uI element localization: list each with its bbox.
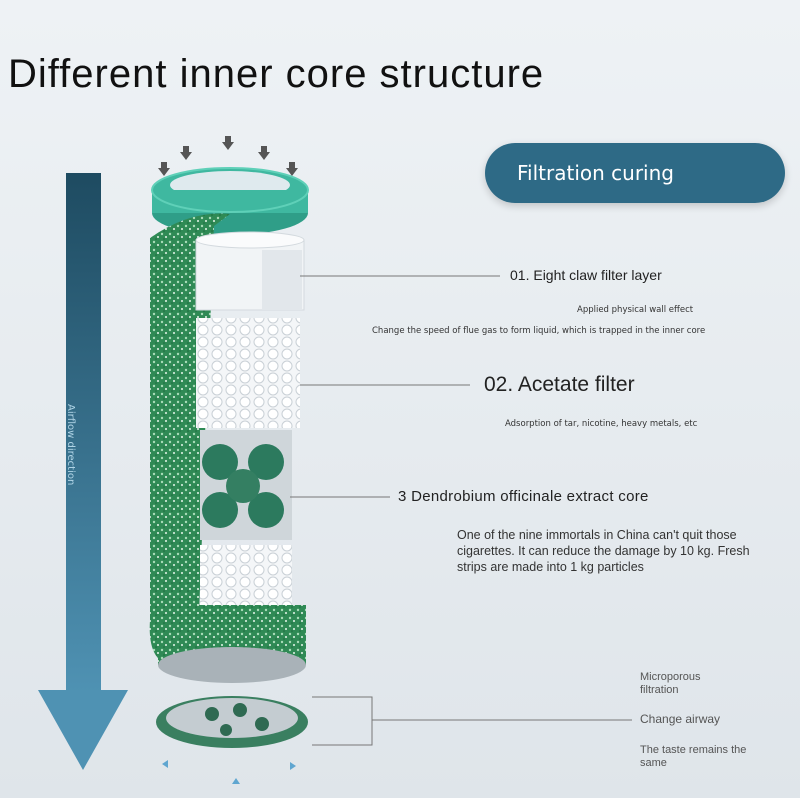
claw-note-1: Applied physical wall effect xyxy=(577,305,694,315)
filtration-badge: Filtration curing xyxy=(485,143,785,203)
bottom-disc xyxy=(156,696,308,748)
airway-label: Change airway xyxy=(640,712,721,726)
claw-layer xyxy=(195,231,305,311)
acetate-note: Adsorption of tar, nicotine, heavy metal… xyxy=(505,419,698,429)
microporous-label: Microporous filtration xyxy=(640,671,701,696)
top-airflow-arrows xyxy=(158,136,298,176)
core-label: 3 Dendrobium officinale extract core xyxy=(398,488,649,505)
green-bottom xyxy=(158,605,306,683)
taste-label: The taste remains the same xyxy=(640,744,747,769)
acetate-layer xyxy=(196,318,300,428)
claw-note-2: Change the speed of flue gas to form liq… xyxy=(372,326,706,336)
airflow-arrow xyxy=(38,173,128,770)
acetate-label: 02. Acetate filter xyxy=(484,373,635,396)
claw-layer-label: 01. Eight claw filter layer xyxy=(510,267,662,283)
filtration-badge-label: Filtration curing xyxy=(517,161,674,185)
leader-lines xyxy=(290,275,632,746)
core-description: One of the nine immortals in China can't… xyxy=(457,528,750,574)
airflow-direction-label: Airflow direction xyxy=(65,404,76,486)
bottom-airflow-arrows xyxy=(162,760,296,784)
top-ring xyxy=(151,167,309,235)
page-title: Different inner core structure xyxy=(8,52,545,96)
lower-acetate-layer xyxy=(200,545,292,605)
dendrobium-core xyxy=(200,430,292,540)
